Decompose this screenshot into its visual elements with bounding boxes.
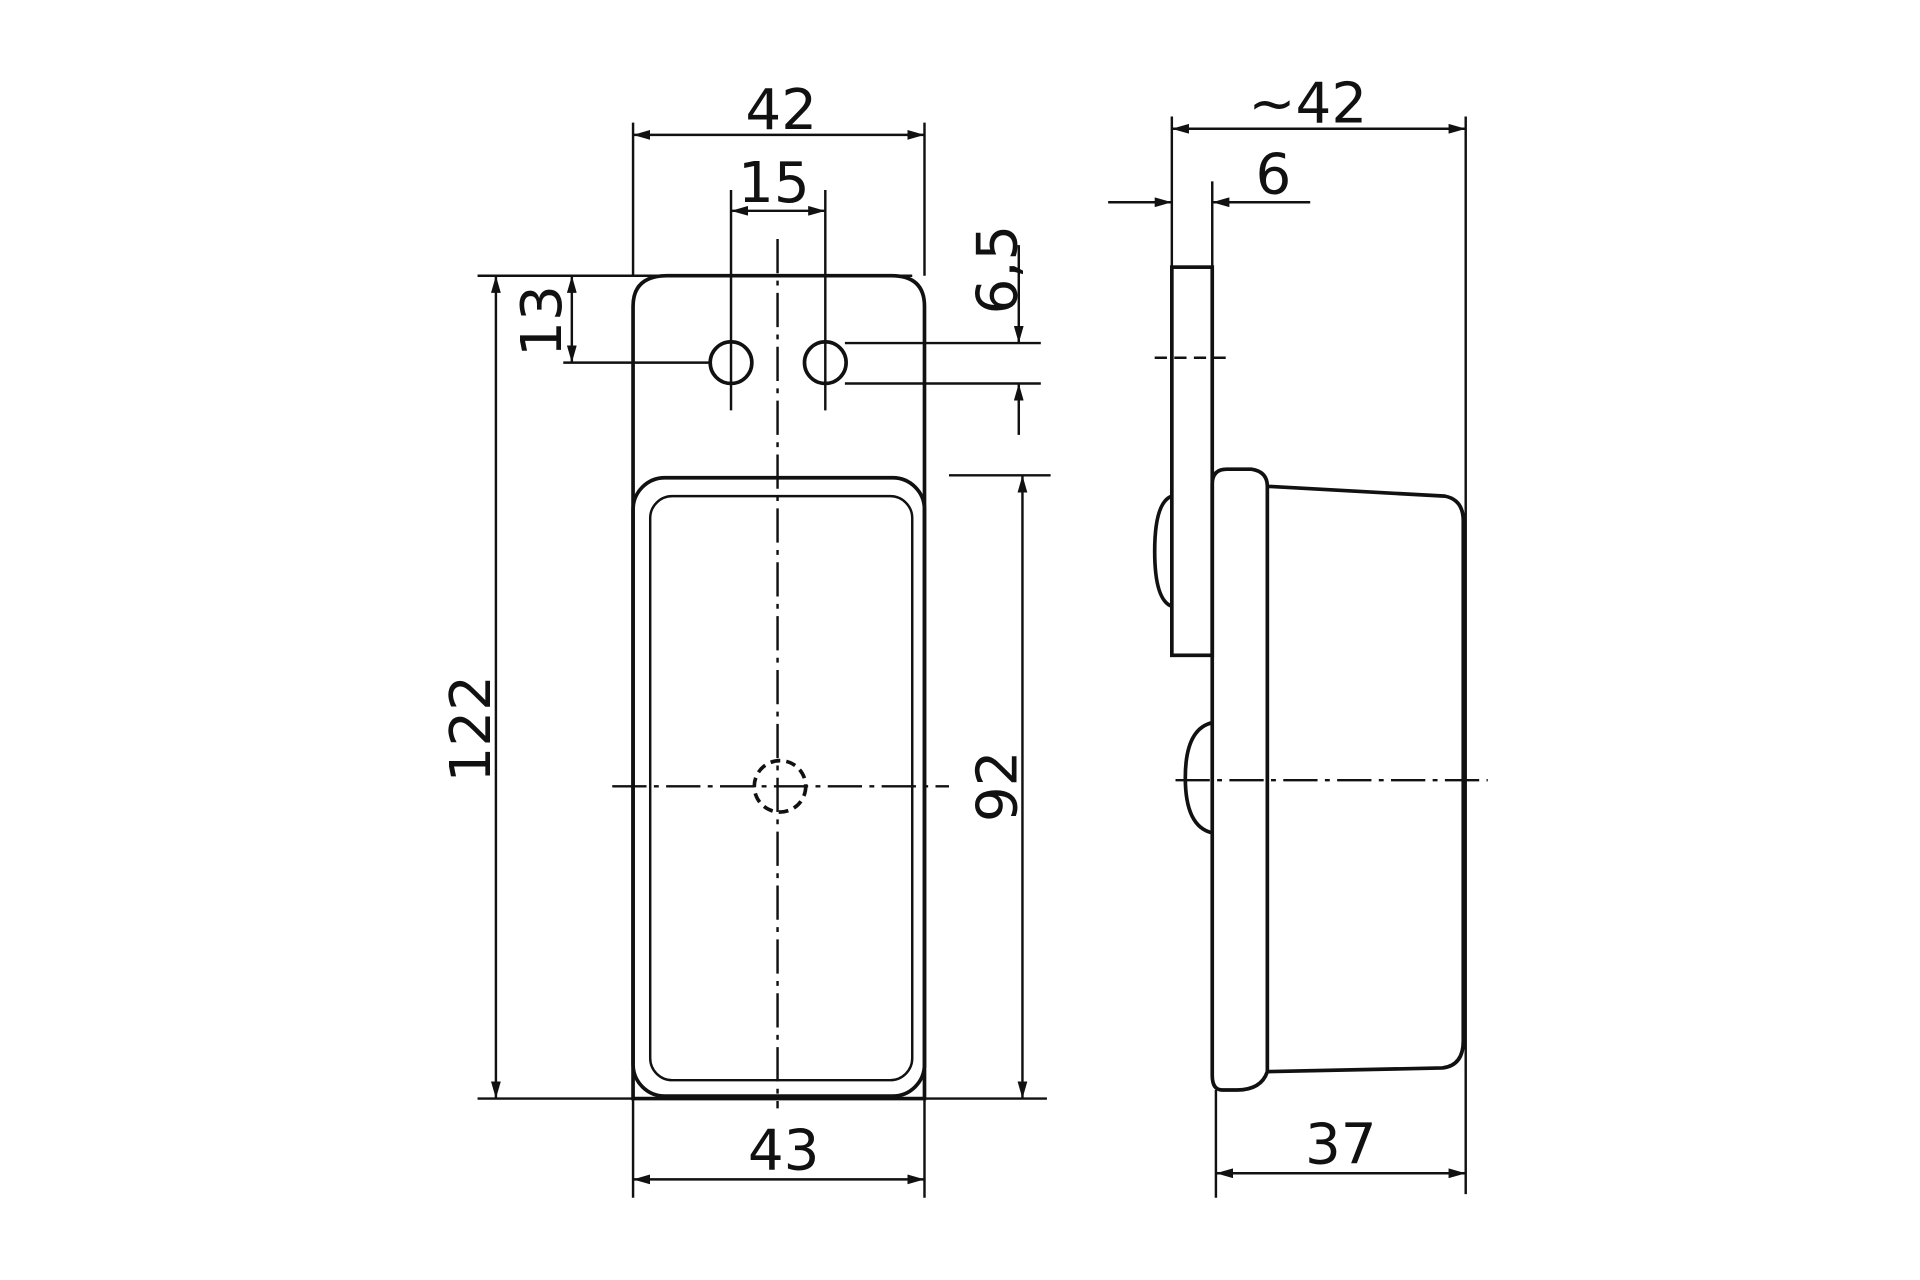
body-flange [1210, 467, 1270, 1092]
dim-lens-height: 92 [965, 750, 1030, 822]
dim-width-top: 42 [745, 78, 817, 143]
front-dimensions: 42 15 13 122 6,5 92 43 [439, 78, 1051, 1198]
dim-total-height: 122 [439, 675, 504, 782]
dim-body-depth: 37 [1305, 1112, 1377, 1177]
dim-hole-spacing: 15 [738, 151, 810, 216]
dim-hole-offset: 13 [510, 285, 575, 357]
knob-lower [1183, 720, 1213, 835]
side-view [1152, 265, 1488, 1092]
front-view [612, 189, 949, 1109]
dim-hole-diameter: 6,5 [965, 225, 1030, 315]
dim-plate-thickness: 6 [1256, 143, 1292, 208]
dim-depth-total: ~42 [1248, 72, 1367, 137]
side-dimensions: ~42 6 37 [1108, 72, 1467, 1198]
dim-width-bottom: 43 [748, 1119, 820, 1184]
mounting-plate [1170, 265, 1215, 658]
knob-upper [1152, 494, 1173, 609]
lens-inner [648, 494, 914, 1082]
